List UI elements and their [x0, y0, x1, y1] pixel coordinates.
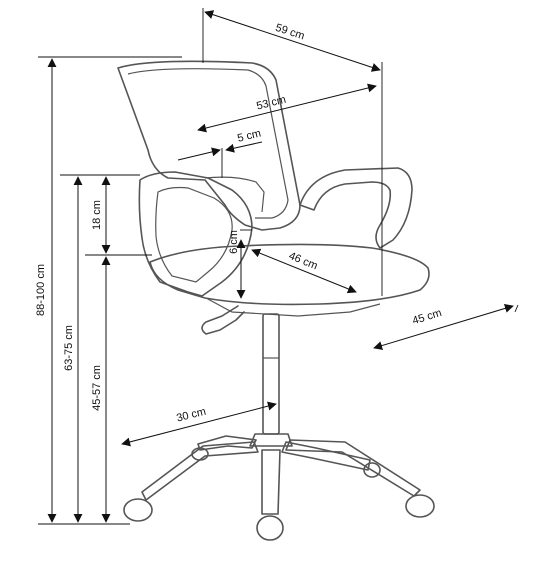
dim-line-backrest-thickness — [177, 147, 221, 161]
label-armrest-above-seat: 18 cm — [91, 200, 103, 230]
label-overall-depth: 59 cm — [274, 22, 306, 43]
label-backrest-thickness: 5 cm — [236, 127, 262, 144]
label-seat-height: 45-57 cm — [91, 365, 103, 411]
dimension-lines — [47, 10, 514, 523]
right-armrest — [299, 167, 413, 249]
label-seat-thickness: 6 cm — [228, 230, 240, 254]
label-total-height: 88-100 cm — [35, 264, 47, 316]
label-seat-width: 45 cm — [411, 307, 443, 327]
seat-underside — [205, 297, 381, 317]
dim-line-backrest-width — [197, 83, 377, 133]
dim-line-backrest-thickness-b — [225, 141, 263, 153]
left-armrest-inner — [155, 186, 233, 283]
chair-illustration — [117, 60, 435, 541]
backrest-outline — [117, 60, 301, 231]
dim-line-seat-depth — [251, 248, 357, 294]
label-base-radius: 30 cm — [175, 406, 207, 425]
label-armrest-height: 63-75 cm — [63, 325, 75, 371]
dim-line-seat-width — [373, 304, 514, 350]
label-seat-depth: 46 cm — [287, 250, 319, 272]
tilt-lever — [201, 305, 245, 335]
extension-lines — [38, 8, 519, 525]
dim-line-base-radius — [121, 401, 277, 447]
seat-cushion — [149, 243, 430, 306]
backrest-inner — [127, 68, 289, 219]
gas-lift — [262, 313, 280, 435]
left-armrest-pad — [204, 176, 265, 213]
dim-line-overall-depth — [204, 10, 381, 72]
casters — [123, 447, 435, 541]
